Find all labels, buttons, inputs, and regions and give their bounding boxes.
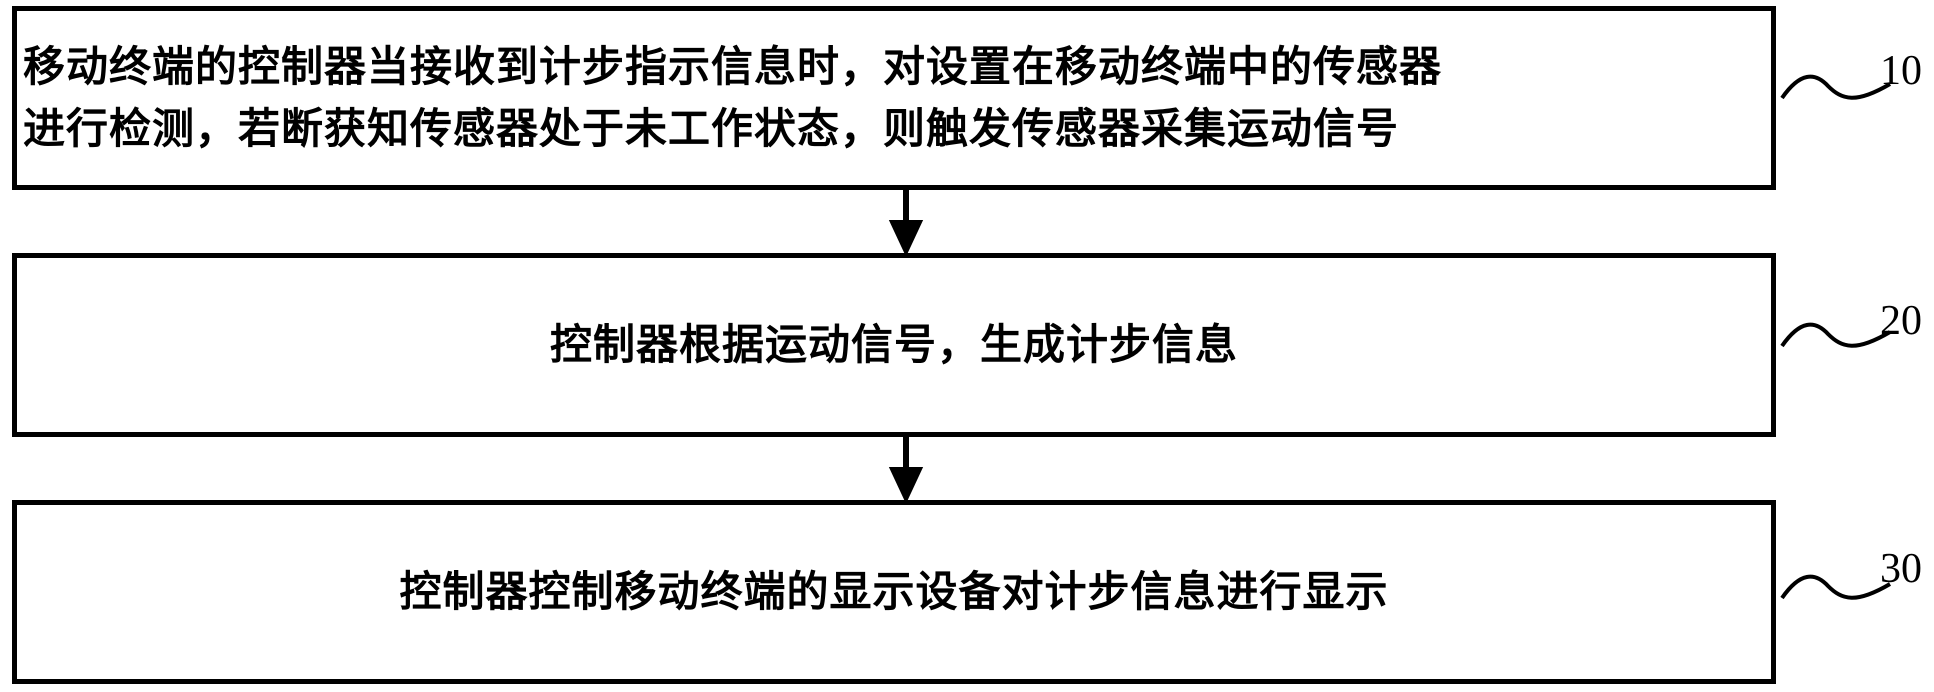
step-10-line-2: 进行检测，若断获知传感器处于未工作状态，则触发传感器采集运动信号 xyxy=(23,104,1400,153)
step-ref-label-10: 10 xyxy=(1880,48,1922,94)
step-10-line-1: 移动终端的控制器当接收到计步指示信息时，对设置在移动终端中的传感器 xyxy=(23,42,1443,91)
step-box-30: 控制器控制移动终端的显示设备对计步信息进行显示 xyxy=(12,500,1776,684)
leader-squiggle-30 xyxy=(1780,574,1892,600)
step-20-line-1: 控制器根据运动信号，生成计步信息 xyxy=(549,320,1238,369)
step-ref-label-30: 30 xyxy=(1880,546,1922,592)
leader-squiggle-10 xyxy=(1780,74,1892,100)
step-text-20: 控制器根据运动信号，生成计步信息 xyxy=(17,314,1771,376)
step-text-10: 移动终端的控制器当接收到计步指示信息时，对设置在移动终端中的传感器 进行检测，若… xyxy=(17,36,1771,160)
step-ref-label-20: 20 xyxy=(1880,298,1922,344)
arrow-20-to-30-head xyxy=(888,467,924,504)
step-text-30: 控制器控制移动终端的显示设备对计步信息进行显示 xyxy=(17,561,1771,623)
arrow-10-to-20-head xyxy=(888,220,924,257)
leader-squiggle-20 xyxy=(1780,322,1892,348)
step-box-20: 控制器根据运动信号，生成计步信息 xyxy=(12,253,1776,437)
step-box-10: 移动终端的控制器当接收到计步指示信息时，对设置在移动终端中的传感器 进行检测，若… xyxy=(12,6,1776,190)
step-30-line-1: 控制器控制移动终端的显示设备对计步信息进行显示 xyxy=(399,567,1389,616)
